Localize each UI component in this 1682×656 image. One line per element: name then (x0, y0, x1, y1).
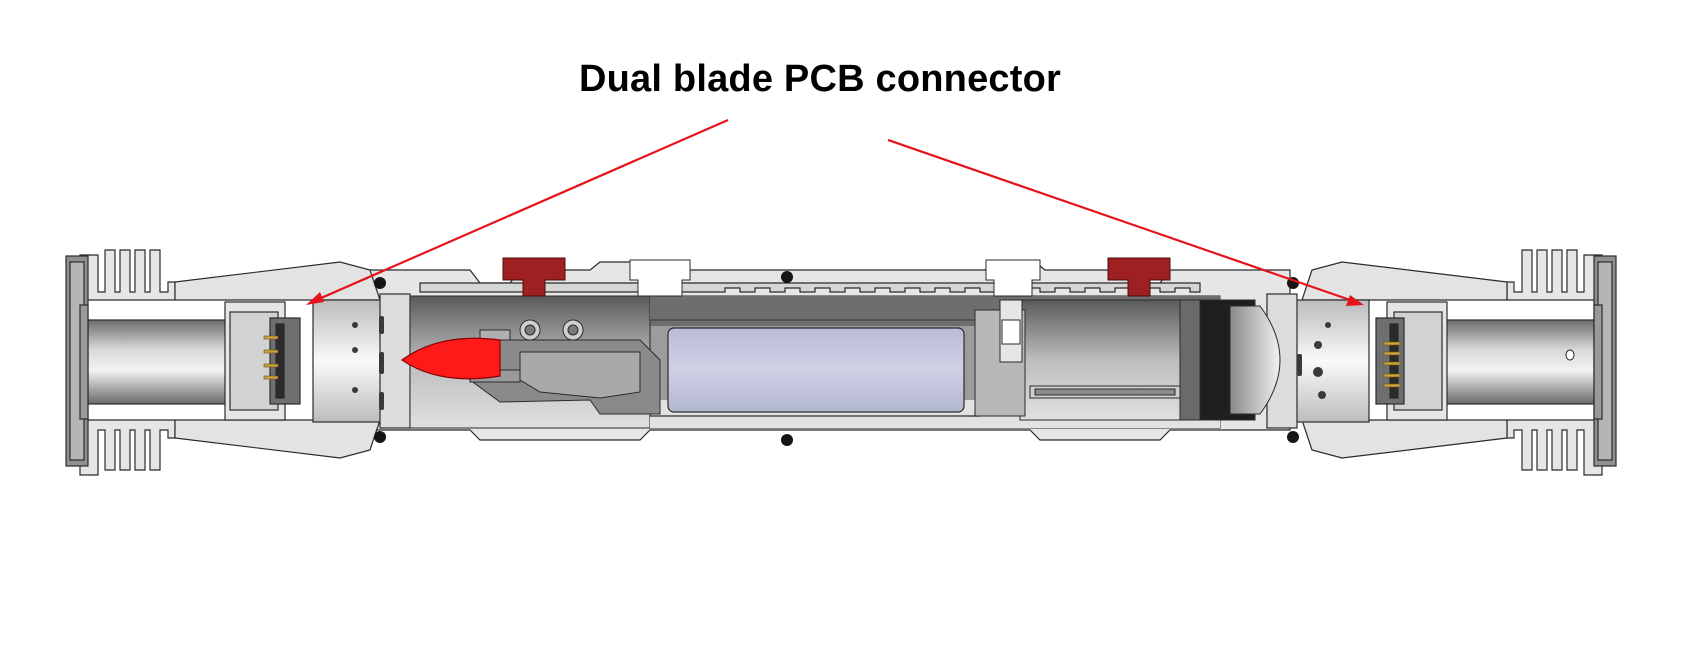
pcb-pin-icon (263, 363, 279, 368)
right-end-cap (1266, 249, 1617, 476)
left-end-cap (65, 249, 411, 476)
right-tube-screw (1565, 349, 1575, 361)
annotation-arrows (306, 118, 1364, 306)
pcb-pin-icon (263, 335, 279, 340)
o-ring-icon (374, 277, 386, 289)
left-cone (174, 261, 381, 301)
left-pcb-pins (263, 335, 279, 380)
o-ring-icon (374, 431, 386, 443)
vent-cap-right (985, 259, 1041, 297)
right-sleeve-holes (1297, 322, 1331, 399)
pcb-pin-icon (263, 375, 279, 380)
left-fins-top (79, 249, 176, 301)
o-ring-seals (374, 271, 1299, 446)
annotation-label: Dual blade PCB connector (579, 58, 1061, 100)
arrow-left (311, 118, 729, 304)
arrow-head-icon (1346, 295, 1364, 306)
red-plug-right (1107, 257, 1171, 297)
cavity-right-gradient (1019, 299, 1201, 421)
pcb-pin-icon (263, 349, 279, 354)
red-plug-left (502, 257, 566, 297)
red-bulb (400, 337, 501, 380)
vent-cap-left (629, 259, 691, 297)
vent-caps (629, 259, 1041, 297)
pcb-pin-icon (1383, 351, 1401, 356)
left-cone-lower (174, 419, 381, 459)
o-ring-icon (1287, 431, 1299, 443)
driver-block (974, 299, 1281, 421)
pcb-pin-icon (1383, 361, 1401, 366)
o-ring-icon (781, 434, 793, 446)
pcb-pin-icon (1383, 373, 1401, 378)
left-sleeve (312, 299, 386, 423)
arrow-head-icon (306, 292, 324, 305)
left-sleeve-holes (352, 316, 384, 410)
right-pcb-pins (1383, 341, 1401, 388)
arrow-right (887, 138, 1357, 304)
left-pcb-housing (269, 317, 301, 405)
o-ring-icon (781, 271, 793, 283)
pcb-pin-icon (1383, 383, 1401, 388)
pcb-pin-icon (1383, 341, 1401, 346)
left-inner-tube (87, 319, 229, 405)
battery-cell (667, 327, 965, 413)
left-fins-bottom (79, 419, 176, 476)
red-plugs (502, 257, 1171, 297)
